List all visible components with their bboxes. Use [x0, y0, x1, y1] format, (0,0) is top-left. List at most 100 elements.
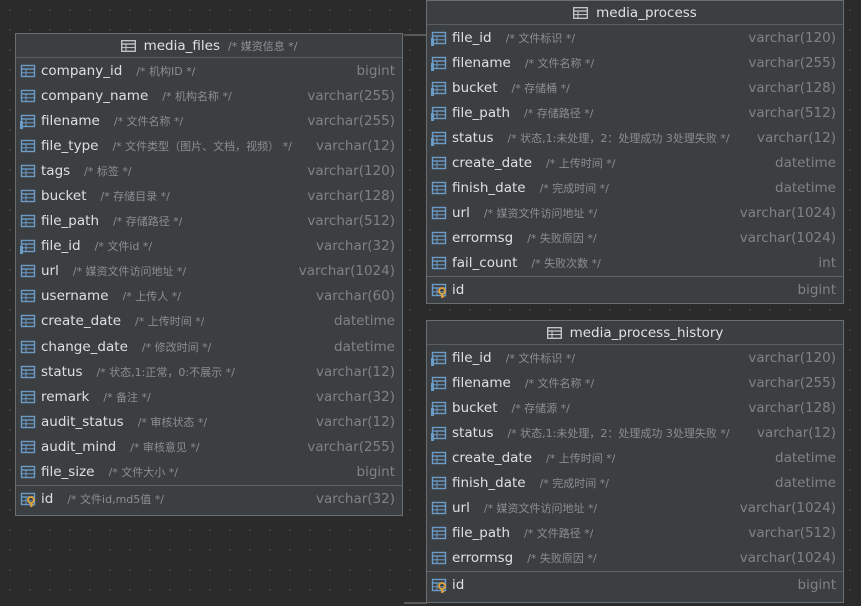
column-icon	[20, 163, 36, 179]
primary-key-row[interactable]: id/* 文件id,md5值 */varchar(32)	[16, 486, 402, 512]
column-row[interactable]: create_date/* 上传时间 */datetime	[427, 150, 843, 175]
column-comment: /* 媒资文件访问地址 */	[483, 502, 598, 516]
table-name: media_files	[143, 37, 220, 54]
column-row[interactable]: fail_count/* 失败次数 */int	[427, 251, 843, 276]
column-name: file_id	[452, 349, 492, 366]
column-name: tags	[41, 162, 71, 179]
column-row[interactable]: remark/* 备注 */varchar(32)	[16, 384, 402, 409]
column-name: errormsg	[452, 230, 514, 247]
column-row[interactable]: url/* 媒资文件访问地址 */varchar(1024)	[427, 496, 843, 521]
column-row[interactable]: finish_date/* 完成时间 */datetime	[427, 176, 843, 201]
column-row[interactable]: company_id/* 机构ID */bigint	[16, 58, 402, 83]
column-type: varchar(255)	[307, 112, 395, 129]
primary-key-divider	[16, 484, 402, 486]
column-row[interactable]: tags /* 标签 */ varchar(120)	[16, 158, 402, 183]
column-row[interactable]: username/* 上传人 */varchar(60)	[16, 284, 402, 309]
table-media-files[interactable]: media_files/* 媒资信息 */company_id/* 机构ID *…	[15, 33, 403, 516]
column-row[interactable]: bucket/* 存储目录 */varchar(128)	[16, 183, 402, 208]
column-type: varchar(120)	[307, 162, 395, 179]
column-icon	[431, 155, 447, 171]
column-row[interactable]: errormsg/* 失败原因 */varchar(1024)	[427, 226, 843, 251]
column-row[interactable]: file_path/* 存储路径 */varchar(512)	[427, 100, 843, 125]
column-name: create_date	[452, 449, 533, 466]
column-icon	[20, 313, 36, 329]
column-type: datetime	[775, 449, 836, 466]
column-icon	[20, 138, 36, 154]
column-type: datetime	[775, 475, 836, 492]
column-name: filename	[452, 54, 511, 71]
column-name: fail_count	[452, 255, 518, 272]
table-header[interactable]: media_files/* 媒资信息 */	[16, 34, 402, 58]
column-comment: /* 状态,1:未处理，2：处理成功 3处理失败 */	[507, 131, 730, 145]
column-name: filename	[452, 374, 511, 391]
column-row[interactable]: url/* 媒资文件访问地址 */varchar(1024)	[427, 201, 843, 226]
column-row[interactable]: create_date/* 上传时间 */datetime	[16, 309, 402, 334]
column-row[interactable]: company_name/* 机构名称 */varchar(255)	[16, 83, 402, 108]
column-row[interactable]: audit_status/* 审核状态 */varchar(12)	[16, 409, 402, 434]
column-row[interactable]: bucket/* 存储源 */varchar(128)	[427, 395, 843, 420]
column-icon	[20, 188, 36, 204]
column-icon	[431, 475, 447, 491]
column-row[interactable]: create_date/* 上传时间 */datetime	[427, 445, 843, 470]
table-icon	[573, 6, 589, 19]
column-type: varchar(512)	[307, 213, 395, 230]
column-comment: /* 文件名称 */	[524, 376, 595, 390]
table-icon	[546, 326, 562, 339]
column-row[interactable]: status/* 状态,1:未处理，2：处理成功 3处理失败 */varchar…	[427, 125, 843, 150]
column-type: varchar(32)	[315, 238, 395, 255]
column-row[interactable]: file_path/* 文件路径 */varchar(512)	[427, 521, 843, 546]
column-name: file_path	[452, 525, 511, 542]
column-comment: /* 标签 */	[84, 164, 132, 178]
column-name: file_path	[452, 104, 511, 121]
column-row[interactable]: file_id/* 文件标识 */varchar(120)	[427, 345, 843, 370]
table-header[interactable]: media_process	[427, 1, 843, 25]
column-row[interactable]: audit_mind/* 审核意见 */varchar(255)	[16, 434, 402, 459]
column-comment: /* 状态,1:未处理，2：处理成功 3处理失败 */	[507, 426, 730, 440]
column-row[interactable]: file_type/* 文件类型（图片、文档，视频） */varchar(12)	[16, 133, 402, 158]
column-name: username	[41, 288, 109, 305]
column-icon	[431, 500, 447, 516]
column-list: file_id/* 文件标识 */varchar(120)filename/* …	[427, 25, 843, 276]
table-icon	[120, 39, 136, 52]
column-name: create_date	[41, 313, 122, 330]
column-row[interactable]: file_id/* 文件id */varchar(32)	[16, 234, 402, 259]
column-row[interactable]: errormsg/* 失败原因 */varchar(1024)	[427, 546, 843, 571]
indexed-column-icon	[431, 30, 447, 46]
column-row[interactable]: file_size/* 文件大小 */bigint	[16, 460, 402, 485]
column-row[interactable]: status/* 状态,1:未处理，2：处理成功 3处理失败 */varchar…	[427, 420, 843, 445]
column-name: finish_date	[452, 475, 526, 492]
indexed-column-icon	[431, 375, 447, 391]
column-type: int	[818, 255, 836, 272]
column-icon	[20, 389, 36, 405]
column-row[interactable]: change_date/* 修改时间 */datetime	[16, 334, 402, 359]
column-name: file_type	[41, 137, 99, 154]
column-row[interactable]: finish_date/* 完成时间 */datetime	[427, 470, 843, 495]
column-name: change_date	[41, 338, 128, 355]
column-icon	[431, 205, 447, 221]
column-row[interactable]: file_path/* 存储路径 */varchar(512)	[16, 209, 402, 234]
column-row[interactable]: filename/* 文件名称 */varchar(255)	[16, 108, 402, 133]
column-row[interactable]: bucket/* 存储桶 */varchar(128)	[427, 75, 843, 100]
column-icon	[20, 88, 36, 104]
column-icon	[20, 213, 36, 229]
column-row[interactable]: filename/* 文件名称 */varchar(255)	[427, 370, 843, 395]
column-row[interactable]: file_id/* 文件标识 */varchar(120)	[427, 25, 843, 50]
column-type: varchar(255)	[307, 438, 395, 455]
column-type: bigint	[797, 281, 837, 298]
column-icon	[20, 63, 36, 79]
column-row[interactable]: status/* 状态,1:正常，0:不展示 */varchar(12)	[16, 359, 402, 384]
table-header[interactable]: media_process_history	[427, 321, 843, 345]
column-name: company_id	[41, 62, 123, 79]
column-row[interactable]: filename/* 文件名称 */varchar(255)	[427, 50, 843, 75]
column-list: file_id/* 文件标识 */varchar(120) filename /* …	[427, 345, 843, 571]
column-comment: /* 机构名称 */	[162, 89, 232, 103]
column-row[interactable]: url/* 媒资文件访问地址 */varchar(1024)	[16, 259, 402, 284]
column-comment: /* 文件id */	[94, 240, 153, 254]
column-comment: /* 失败原因 */	[527, 552, 597, 566]
column-icon	[20, 414, 36, 430]
indexed-column-icon	[431, 55, 447, 71]
